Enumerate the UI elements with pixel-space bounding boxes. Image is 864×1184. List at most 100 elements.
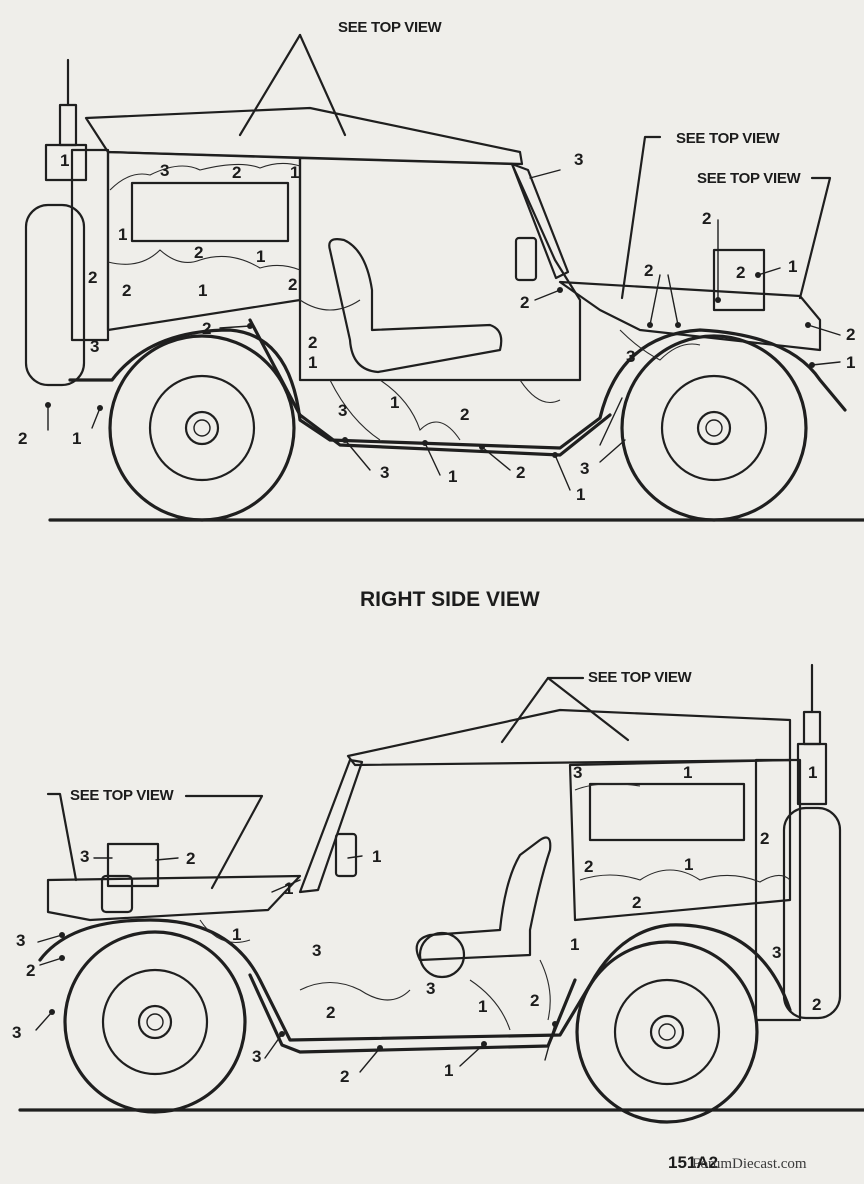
- zone-number: 1: [570, 935, 579, 954]
- zone-number: 2: [88, 268, 97, 287]
- zone-number: 2: [632, 893, 641, 912]
- zone-number: 2: [736, 263, 745, 282]
- lower-headlight: [100, 874, 134, 914]
- lower-vehicle: SEE TOP VIEW SEE TOP VIEW 3 1 1 2 1 2 1 …: [12, 663, 864, 1124]
- zone-number: 1: [684, 855, 693, 874]
- zone-number: 2: [702, 209, 711, 228]
- zone-number: 1: [846, 353, 855, 372]
- zone-number: 1: [284, 879, 293, 898]
- zone-number: 1: [683, 763, 692, 782]
- upper-callout-1: SEE TOP VIEW: [338, 19, 443, 36]
- lower-callout-arrows: [46, 676, 630, 890]
- zone-number: 2: [812, 995, 821, 1014]
- zone-number: 2: [644, 261, 653, 280]
- zone-number: 2: [460, 405, 469, 424]
- zone-number: 1: [576, 485, 585, 504]
- zone-number: 3: [574, 150, 583, 169]
- upper-lower-body: [68, 328, 847, 450]
- zone-number: 3: [772, 943, 781, 962]
- zone-number: 1: [390, 393, 399, 412]
- zone-number: 2: [846, 325, 855, 344]
- zone-number: 2: [194, 243, 203, 262]
- zone-number: 2: [516, 463, 525, 482]
- upper-rear-window: [130, 181, 290, 243]
- drawing-code: 151A2: [668, 1153, 718, 1172]
- watermark: ForumDiecast.com: [692, 1156, 807, 1172]
- upper-seat: [328, 238, 503, 374]
- zone-number: 2: [288, 275, 297, 294]
- lower-callout-1: SEE TOP VIEW: [588, 669, 693, 686]
- lower-side-mirror: [334, 832, 358, 878]
- zone-number: 1: [808, 763, 817, 782]
- lower-lower-body: [38, 918, 792, 1042]
- zone-number: 1: [308, 353, 317, 372]
- zone-number: 2: [232, 163, 241, 182]
- lower-canopy: [346, 708, 792, 767]
- zone-number: 3: [16, 931, 25, 950]
- zone-number: 1: [372, 847, 381, 866]
- zone-number: 2: [18, 429, 27, 448]
- lower-camouflage-pattern: [199, 783, 791, 1031]
- zone-number: 3: [426, 979, 435, 998]
- zone-number: 2: [326, 1003, 335, 1022]
- zone-number: 3: [338, 401, 347, 420]
- zone-number: 1: [444, 1061, 453, 1080]
- zone-number: 3: [312, 941, 321, 960]
- zone-number: 2: [186, 849, 195, 868]
- zone-number: 2: [584, 857, 593, 876]
- upper-spare-tire: [24, 203, 86, 387]
- lower-callout-2: SEE TOP VIEW: [70, 787, 175, 804]
- upper-vehicle: SEE TOP VIEW SEE TOP VIEW SEE TOP VIEW 1…: [18, 19, 864, 522]
- lower-leader-lines: [35, 855, 558, 1073]
- upper-rear-panel: [70, 148, 110, 342]
- zone-number: 3: [626, 347, 635, 366]
- zone-number: 2: [340, 1067, 349, 1086]
- zone-number: 1: [72, 429, 81, 448]
- upper-zone-numbers: 1 3 2 1 1 2 1 2 2 1 2 2 2 1 2 3 1 3 2 3 …: [18, 150, 855, 504]
- upper-front-mount: [712, 248, 766, 312]
- upper-rear-wheel: [108, 334, 296, 522]
- lower-windshield: [298, 758, 364, 894]
- zone-number: 2: [520, 293, 529, 312]
- upper-front-wheel: [620, 334, 808, 522]
- zone-number: 2: [530, 991, 539, 1010]
- upper-canopy: [84, 106, 524, 166]
- lower-hood: [46, 874, 302, 922]
- zone-number: 1: [118, 225, 127, 244]
- lower-rear-wheel: [575, 940, 759, 1124]
- zone-number: 1: [198, 281, 207, 300]
- upper-leader-lines: [45, 169, 841, 491]
- zone-number: 3: [380, 463, 389, 482]
- zone-number: 3: [252, 1047, 261, 1066]
- upper-camouflage-pattern: [107, 162, 701, 441]
- upper-rocker-line: [248, 318, 612, 457]
- zone-number: 3: [12, 1023, 21, 1042]
- zone-number: 2: [760, 829, 769, 848]
- zone-number: 1: [232, 925, 241, 944]
- lower-seat: [415, 836, 552, 962]
- view-title: RIGHT SIDE VIEW: [360, 588, 540, 611]
- zone-number: 1: [478, 997, 487, 1016]
- lower-front-wheel: [63, 930, 247, 1114]
- upper-callout-2: SEE TOP VIEW: [676, 130, 781, 147]
- zone-number: 3: [90, 337, 99, 356]
- zone-number: 1: [788, 257, 797, 276]
- zone-number: 3: [573, 763, 582, 782]
- upper-side-mirror: [514, 236, 538, 282]
- lower-rear-window: [588, 782, 746, 842]
- zone-number: 3: [160, 161, 169, 180]
- lower-antenna: [796, 663, 828, 806]
- zone-number: 1: [448, 467, 457, 486]
- lower-steering-wheel: [418, 931, 466, 979]
- zone-number: 3: [80, 847, 89, 866]
- upper-windshield: [510, 162, 570, 280]
- upper-door-frame: [298, 156, 582, 382]
- zone-number: 1: [60, 151, 69, 170]
- zone-number: 1: [290, 163, 299, 182]
- lower-spare-tire: [782, 806, 842, 1020]
- zone-number: 3: [580, 459, 589, 478]
- zone-number: 2: [26, 961, 35, 980]
- upper-callout-arrows: [238, 33, 832, 300]
- lower-zone-numbers: 3 1 1 2 1 2 1 3 2 3 2 3 1 2 1 2 2 1 3 1 …: [12, 763, 821, 1086]
